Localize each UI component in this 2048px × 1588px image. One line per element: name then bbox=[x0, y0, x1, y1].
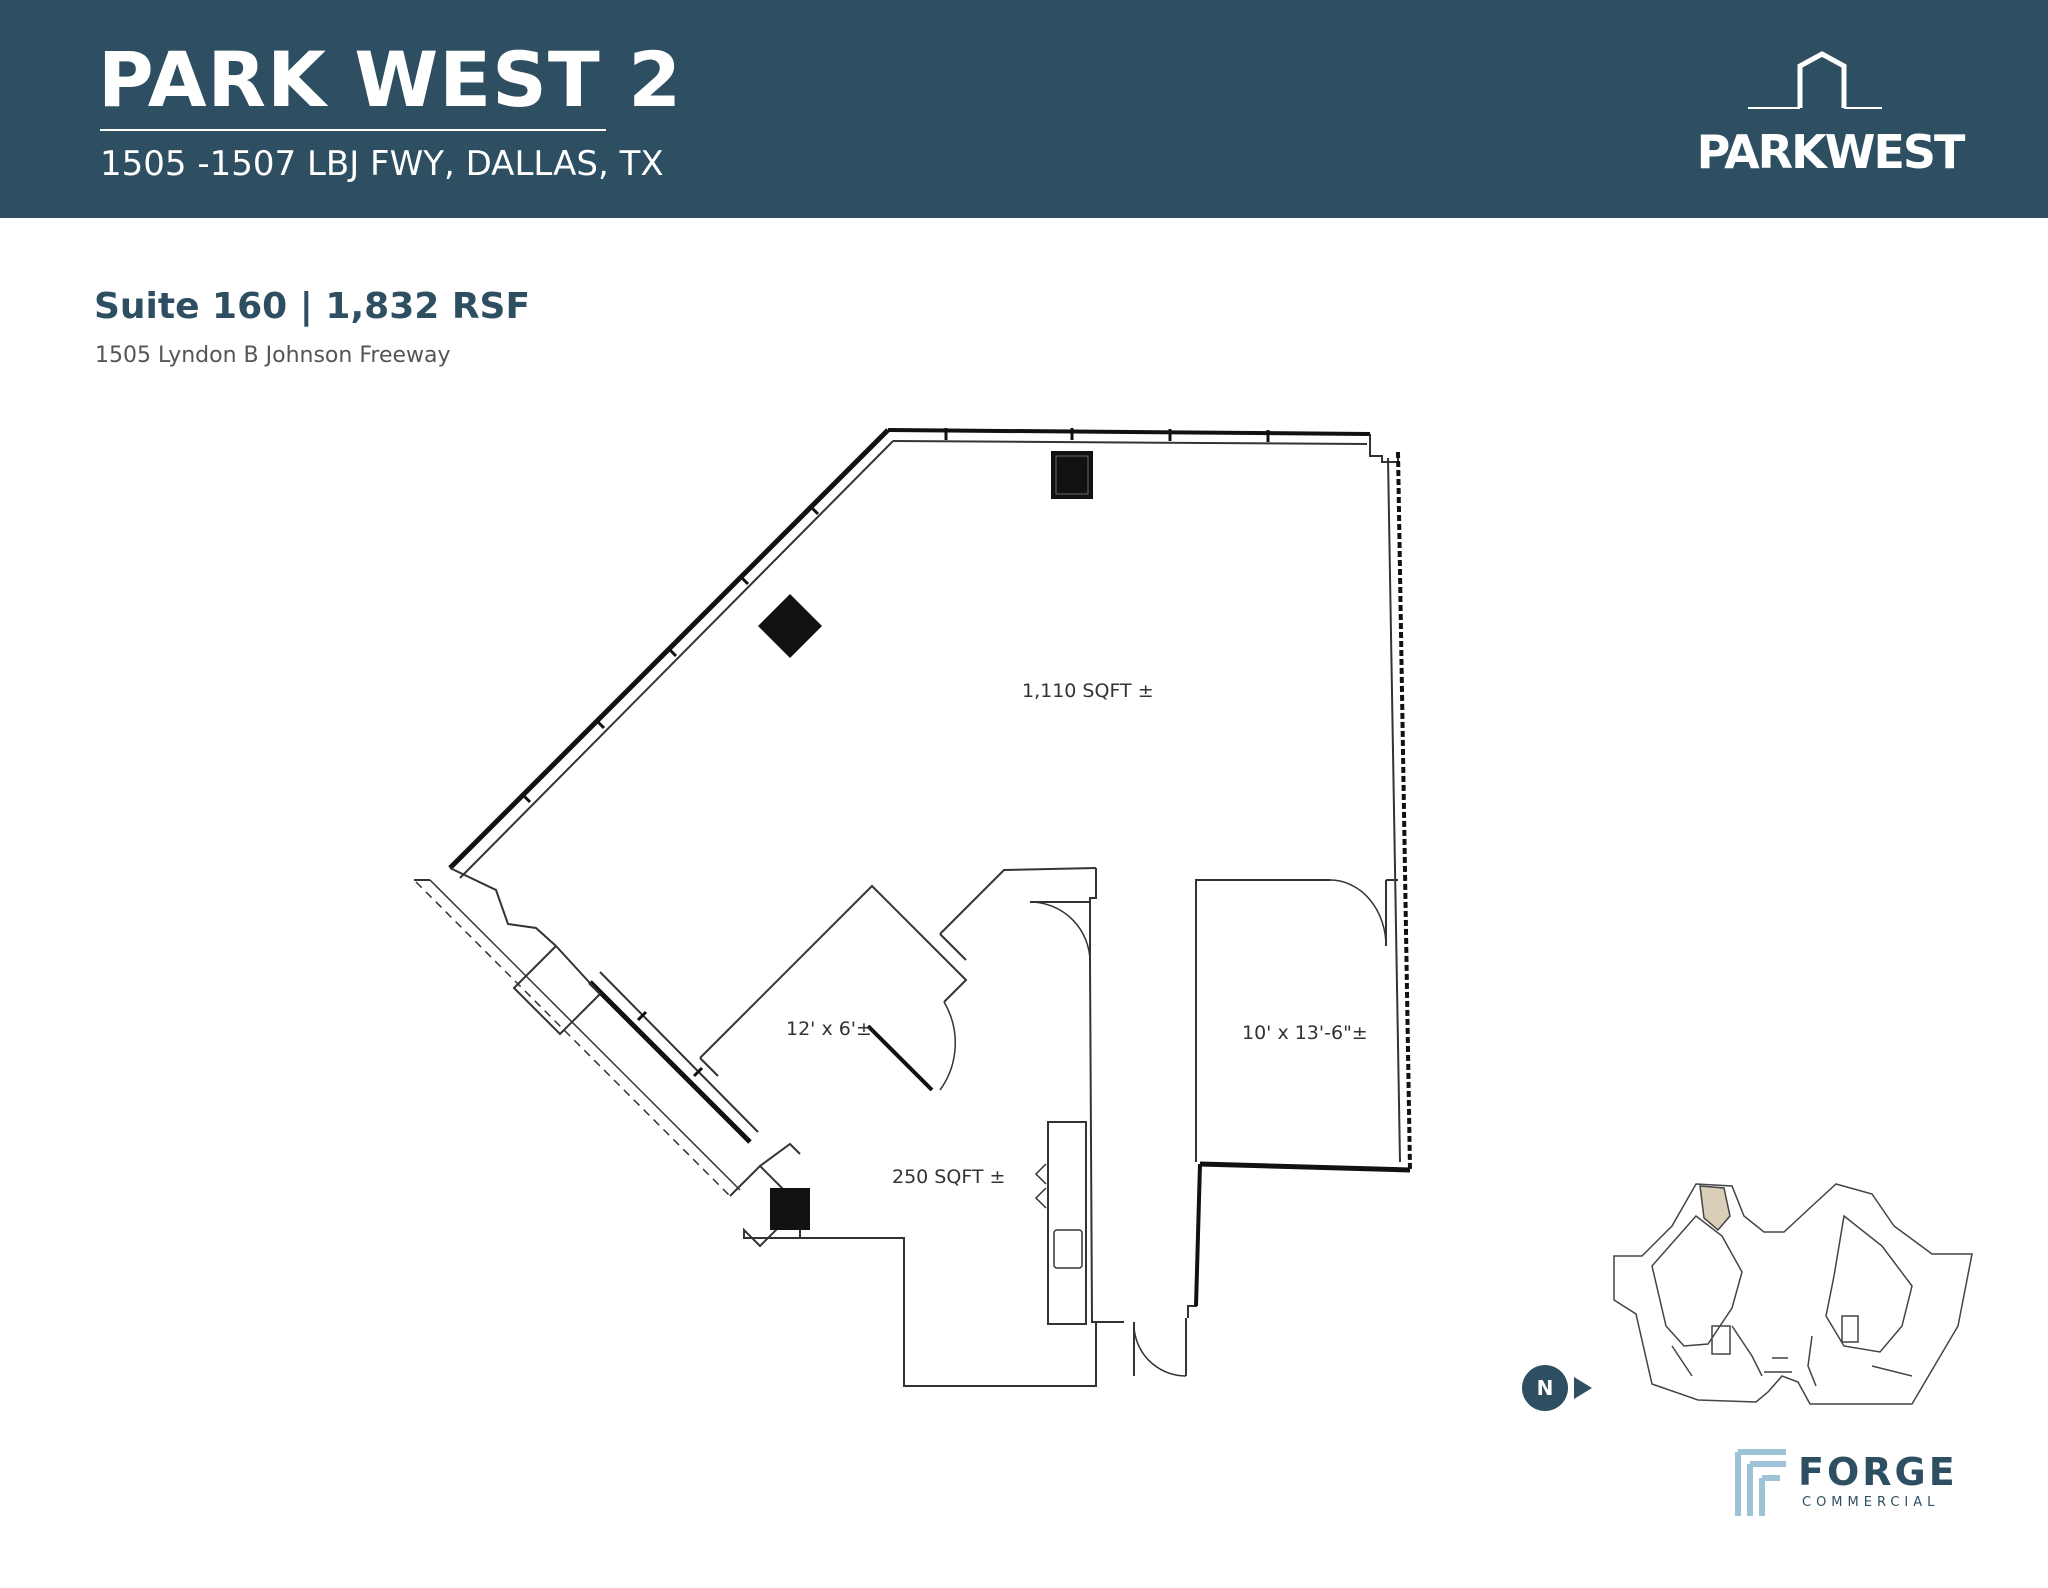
room-label-office-b: 10' x 13'-6"± bbox=[1242, 1022, 1368, 1044]
column-top bbox=[1051, 451, 1093, 499]
highlighted-suite bbox=[1699, 1185, 1731, 1232]
building-key-plan bbox=[1613, 1183, 1973, 1405]
room-label-main-area: 1,110 SQFT ± bbox=[1022, 680, 1154, 702]
forge-commercial-logo: FORGE COMMERCIAL bbox=[1734, 1448, 1955, 1520]
house-roof-icon bbox=[1748, 51, 1882, 109]
floor-plan-walls bbox=[414, 428, 1412, 1387]
column-diagonal bbox=[758, 594, 822, 658]
room-label-office-a: 12' x 6'± bbox=[786, 1018, 872, 1040]
structural-columns bbox=[758, 451, 1093, 1230]
header-band: PARK WEST 2 1505 -1507 LBJ FWY, DALLAS, … bbox=[0, 0, 2048, 218]
suite-heading: Suite 160 | 1,832 RSF bbox=[94, 286, 531, 327]
forge-f-icon bbox=[1735, 1449, 1786, 1516]
logo-wordmark: PARKWEST bbox=[1696, 125, 1966, 179]
page-title: PARK WEST 2 bbox=[98, 35, 683, 124]
title-divider bbox=[100, 129, 606, 131]
broker-subtitle: COMMERCIAL bbox=[1802, 1495, 1940, 1510]
north-indicator: N bbox=[1522, 1365, 1600, 1413]
suite-street-address: 1505 Lyndon B Johnson Freeway bbox=[95, 343, 451, 368]
north-badge: N bbox=[1522, 1365, 1568, 1411]
column-bottom bbox=[770, 1188, 810, 1230]
broker-name: FORGE bbox=[1798, 1450, 1958, 1494]
room-label-rear-area: 250 SQFT ± bbox=[892, 1166, 1006, 1188]
property-address: 1505 -1507 LBJ FWY, DALLAS, TX bbox=[100, 144, 664, 184]
park-west-logo: PARKWEST bbox=[1660, 48, 2000, 188]
north-arrow-icon bbox=[1574, 1377, 1592, 1399]
